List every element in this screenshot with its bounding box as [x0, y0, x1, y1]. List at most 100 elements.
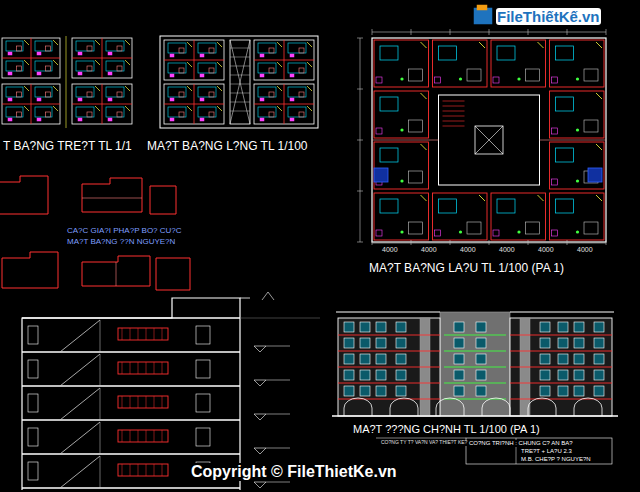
furniture-symbol	[209, 68, 214, 73]
level-marker	[254, 380, 266, 386]
window-symbol	[196, 326, 210, 344]
window-symbol	[574, 338, 584, 348]
window-symbol	[344, 386, 354, 396]
balcony-railing	[118, 396, 168, 408]
fixture-symbol	[493, 77, 499, 83]
door-symbol	[596, 195, 602, 201]
bed-symbol	[106, 107, 124, 117]
window-symbol	[396, 338, 406, 348]
fixture-symbol	[290, 54, 294, 57]
apartment-wall	[374, 40, 429, 87]
railing-bar	[138, 430, 139, 442]
fixture-symbol	[260, 54, 264, 57]
plan-outline	[164, 40, 224, 80]
door-symbol	[421, 42, 427, 48]
window-symbol	[360, 354, 370, 364]
bed-symbol	[6, 41, 23, 51]
bed-symbol	[168, 107, 186, 117]
bed-symbol	[198, 107, 216, 117]
stair-core	[230, 40, 250, 124]
door-symbol	[95, 60, 100, 65]
note-text: MA?T BA?NG ??N NGUYE?N	[66, 237, 176, 246]
furniture-symbol	[87, 66, 92, 71]
level-marker	[254, 482, 266, 488]
balcony-line	[338, 351, 440, 352]
window-symbol	[376, 370, 386, 380]
fixture-symbol	[200, 118, 204, 121]
furniture-symbol	[87, 112, 92, 117]
dimension-tick	[357, 38, 363, 39]
window-symbol	[574, 386, 584, 396]
dimension-tick	[567, 240, 568, 245]
bed-symbol	[198, 43, 216, 53]
door-symbol	[24, 40, 29, 45]
plan-title: T BA?NG TRE?T TL 1/1	[2, 140, 133, 154]
plant-symbol	[400, 77, 403, 80]
door-symbol	[217, 106, 222, 111]
dimension-text: 4000	[420, 246, 438, 254]
dimension-tick	[411, 240, 412, 245]
furniture-symbol	[117, 112, 122, 117]
floor-slab	[22, 487, 240, 488]
window-symbol	[558, 386, 568, 396]
floor-slab	[22, 419, 240, 420]
plan-outline	[254, 40, 314, 80]
table-symbol	[584, 69, 598, 81]
fixture-symbol	[108, 118, 112, 121]
window-symbol	[344, 354, 354, 364]
apartment-wall	[550, 40, 605, 87]
door-symbol	[95, 106, 100, 111]
railing-bar	[138, 328, 139, 340]
plant-symbol	[576, 179, 579, 182]
bed-symbol	[556, 199, 574, 213]
window-symbol	[594, 370, 604, 380]
balcony-line	[444, 351, 506, 352]
apartment-wall	[550, 142, 605, 189]
door-symbol	[307, 62, 312, 67]
level-marker	[262, 292, 274, 300]
window-symbol	[476, 386, 486, 396]
arcade-arch	[344, 398, 372, 416]
balcony-line	[444, 383, 506, 384]
wall-line	[194, 84, 195, 124]
floor-slab	[22, 385, 240, 386]
plant-symbol	[400, 230, 403, 233]
stair-flight	[60, 354, 100, 386]
dimension-tick	[489, 29, 490, 35]
wall-line	[82, 198, 142, 199]
window-symbol	[376, 354, 386, 364]
railing-bar	[138, 464, 139, 476]
door-symbol	[421, 93, 427, 99]
dimension-tick	[372, 29, 373, 35]
corridor-line	[66, 36, 67, 128]
window-symbol	[476, 370, 486, 380]
fixture-symbol	[435, 77, 441, 83]
layout-variants	[0, 176, 190, 290]
plan-title: MA?T BA?NG LA?U TL 1/100 (PA 1)	[368, 262, 565, 276]
fixture-symbol	[552, 128, 558, 134]
bed-symbol	[258, 63, 276, 73]
arcade-arch	[574, 398, 602, 416]
arcade-arch	[436, 398, 464, 416]
dimension-tick	[567, 29, 568, 35]
door-symbol	[24, 106, 29, 111]
door-symbol	[479, 42, 485, 48]
unit-outline	[82, 178, 142, 212]
railing-bar	[154, 430, 155, 442]
bed-symbol	[288, 107, 306, 117]
door-symbol	[125, 40, 130, 45]
stair-wall	[100, 320, 101, 352]
fixture-symbol	[37, 52, 41, 55]
bed-symbol	[168, 87, 186, 97]
stair-step	[230, 66, 250, 67]
furniture-symbol	[87, 92, 92, 97]
arcade-arch	[390, 398, 418, 416]
bed-symbol	[380, 199, 398, 213]
dimension-text: 4000	[498, 246, 516, 254]
railing-bar	[130, 464, 131, 476]
stair-flight	[60, 422, 100, 454]
furniture-symbol	[17, 92, 22, 97]
title-block	[466, 438, 612, 464]
apartment-wall	[433, 193, 488, 240]
door-symbol	[187, 86, 192, 91]
